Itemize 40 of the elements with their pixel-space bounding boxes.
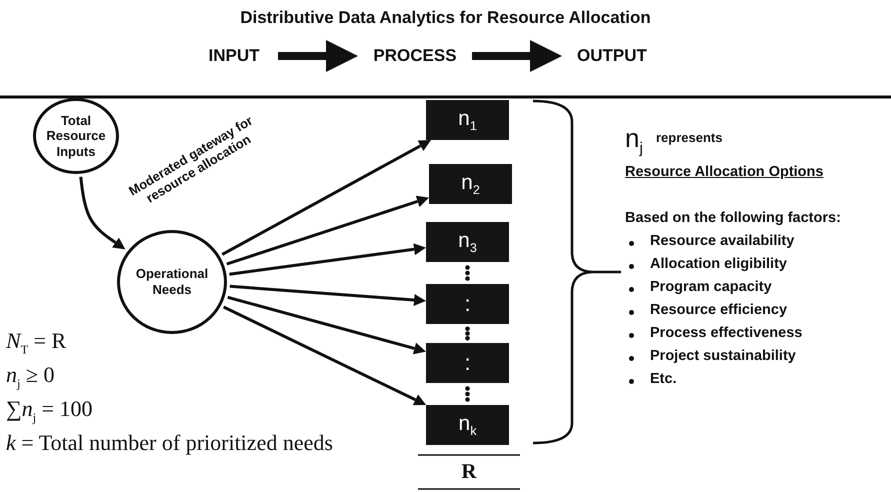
total-label: R [460, 459, 478, 484]
list-item: Allocation eligibility [650, 256, 787, 273]
list-item: Resource efficiency [650, 302, 788, 319]
arrow [472, 40, 562, 72]
diagram-title: Distributive Data Analytics for Resource Allocation [239, 8, 652, 28]
option-box [429, 164, 512, 204]
formula: ∑n$_{j}$ = 100 [6, 396, 92, 426]
option-box [426, 222, 509, 262]
option-box [426, 284, 509, 324]
list-item: Program capacity [650, 279, 772, 296]
arrow [230, 284, 426, 306]
formula: n$_{j}$ ≥ 0 [6, 362, 54, 392]
option-label: n$_{1}$ [457, 106, 478, 134]
arrow [223, 306, 426, 406]
list-item: Project sustainability [650, 348, 796, 365]
arrow [221, 140, 432, 256]
list-item: Process effectiveness [650, 325, 802, 342]
formula: N$_{T}$ = R [6, 328, 66, 358]
option-box [426, 100, 509, 140]
text-label: represents [656, 131, 722, 146]
option-box [426, 343, 509, 383]
formula: k = Total number of prioritized needs [6, 430, 333, 456]
option-label: : [463, 290, 472, 318]
arrow [278, 40, 358, 72]
symbol-label: n$_{j}$ [625, 124, 643, 158]
arrow [227, 296, 426, 354]
arrow [226, 196, 429, 266]
arrow [79, 176, 126, 250]
arrow [229, 243, 426, 276]
node-label: Total Resource Inputs [45, 112, 107, 160]
text-label: Based on the following factors: [625, 210, 841, 227]
option-label: n$_{k}$ [458, 410, 478, 440]
option-label: n$_{2}$ [460, 170, 481, 198]
option-box [426, 405, 509, 445]
option-label: : [463, 350, 472, 376]
heading-label: Resource Allocation Options [625, 164, 824, 181]
list-item: Etc. [650, 371, 677, 388]
option-label: n$_{3}$ [457, 228, 478, 256]
list-item: Resource availability [650, 233, 794, 250]
node-label: Operational Needs [134, 266, 210, 298]
